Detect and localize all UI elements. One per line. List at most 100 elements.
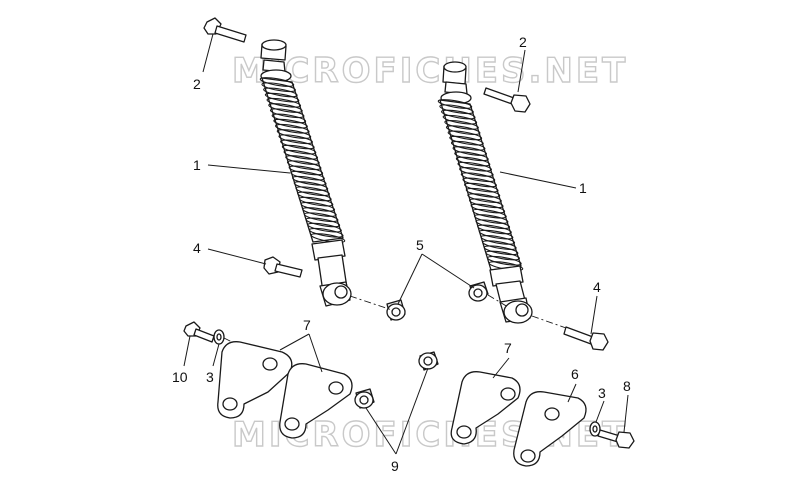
spring-coil (468, 198, 504, 209)
spring-coil (450, 140, 486, 151)
spring-coil (445, 125, 481, 135)
spring-coil (305, 217, 341, 228)
shock-absorber-left (259, 39, 352, 307)
shock-absorber-right (437, 61, 533, 324)
axis-line-right-b (531, 315, 567, 329)
spring-coil (447, 130, 483, 141)
spring-coil (266, 97, 302, 108)
spring-coil (264, 92, 300, 103)
spring-coil (298, 196, 334, 207)
label-3-right: 3 (598, 385, 606, 401)
label-7-left: 7 (303, 317, 311, 333)
shock-right-top-eye (442, 61, 467, 85)
label-4-left: 4 (193, 240, 201, 256)
spring-coil (487, 255, 522, 266)
spring-coil (310, 233, 346, 243)
spring-coil (465, 187, 501, 198)
bolt-middle-right (563, 326, 609, 351)
spring-coil (439, 104, 474, 115)
label-3-left: 3 (206, 369, 214, 385)
spring-coil (467, 193, 502, 203)
spring-coil (271, 113, 307, 124)
spring-coil (263, 87, 298, 98)
label-8: 8 (623, 378, 631, 394)
shock-left-bottom-eye (319, 281, 352, 307)
bracket-7-b (279, 363, 353, 439)
spring-coil (460, 172, 496, 183)
shock-right-spring (437, 99, 524, 271)
bushing-9-left (354, 388, 375, 409)
spring-coil (269, 108, 305, 119)
label-4-right: 4 (593, 279, 601, 295)
spring-coil (449, 135, 484, 146)
spring-coil (295, 186, 331, 197)
spring-coil (281, 144, 317, 155)
bushing-5-left (386, 299, 406, 321)
label-2-left: 2 (193, 76, 201, 92)
label-9: 9 (391, 458, 399, 474)
spring-coil (273, 118, 308, 129)
bushing-5-right (468, 281, 489, 302)
label-1-right: 1 (579, 180, 587, 196)
spring-coil (482, 240, 517, 250)
spring-coil (477, 224, 512, 235)
spring-coil (455, 156, 491, 167)
shock-left-top-eye (260, 39, 287, 61)
spring-coil (280, 139, 315, 150)
bolt-middle-left (263, 256, 303, 278)
spring-coil (457, 161, 493, 172)
bracket-7-c (450, 371, 521, 445)
spring-coil (440, 109, 476, 120)
label-1-left: 1 (193, 157, 201, 173)
spring-coil (478, 229, 514, 240)
spring-coil (297, 191, 332, 202)
spring-coil (278, 134, 314, 145)
bolt-top-right (483, 87, 531, 113)
spring-coil (473, 214, 509, 224)
shock-right-bottom-eye (499, 297, 533, 324)
spring-coil (268, 103, 303, 113)
spring-coil (470, 203, 506, 214)
spring-coil (285, 155, 320, 165)
spring-coil (485, 250, 521, 261)
shock-left-spring (259, 77, 346, 243)
axis-line-bolt10 (223, 337, 233, 343)
washer-left (213, 329, 225, 345)
spring-coil (288, 165, 324, 176)
spring-coil (472, 208, 507, 219)
spring-coil (286, 160, 322, 171)
bracket-7-a (217, 341, 293, 419)
label-2-right: 2 (519, 34, 527, 50)
spring-coil (303, 212, 339, 223)
spring-coil (291, 175, 327, 186)
spring-coil (307, 222, 342, 233)
spring-coil (437, 99, 473, 109)
spring-coil (452, 146, 488, 156)
bushing-9-right (418, 351, 439, 371)
spring-coil (480, 235, 516, 245)
axis-line-right-a (487, 294, 509, 308)
spring-coil (475, 219, 511, 230)
label-6: 6 (571, 366, 579, 382)
watermark-top: MICROFICHES.NET (232, 51, 628, 91)
spring-coil (261, 82, 297, 93)
bolt-10 (183, 321, 215, 343)
bracket-6 (513, 391, 587, 467)
spring-coil (463, 182, 499, 193)
spring-coil (293, 181, 329, 191)
spring-coil (308, 227, 344, 238)
washer-right (589, 421, 601, 437)
spring-coil (483, 245, 519, 256)
spring-coil (283, 149, 319, 160)
leader-lines (183, 33, 629, 455)
bolt-top-left (203, 17, 247, 43)
label-5: 5 (416, 237, 424, 253)
label-7-right: 7 (504, 340, 512, 356)
axis-line-left (349, 295, 393, 311)
spring-coil (274, 123, 310, 134)
spring-coil (459, 167, 494, 177)
spring-coil (454, 151, 489, 162)
spring-coil (302, 207, 337, 217)
spring-coil (290, 170, 325, 181)
